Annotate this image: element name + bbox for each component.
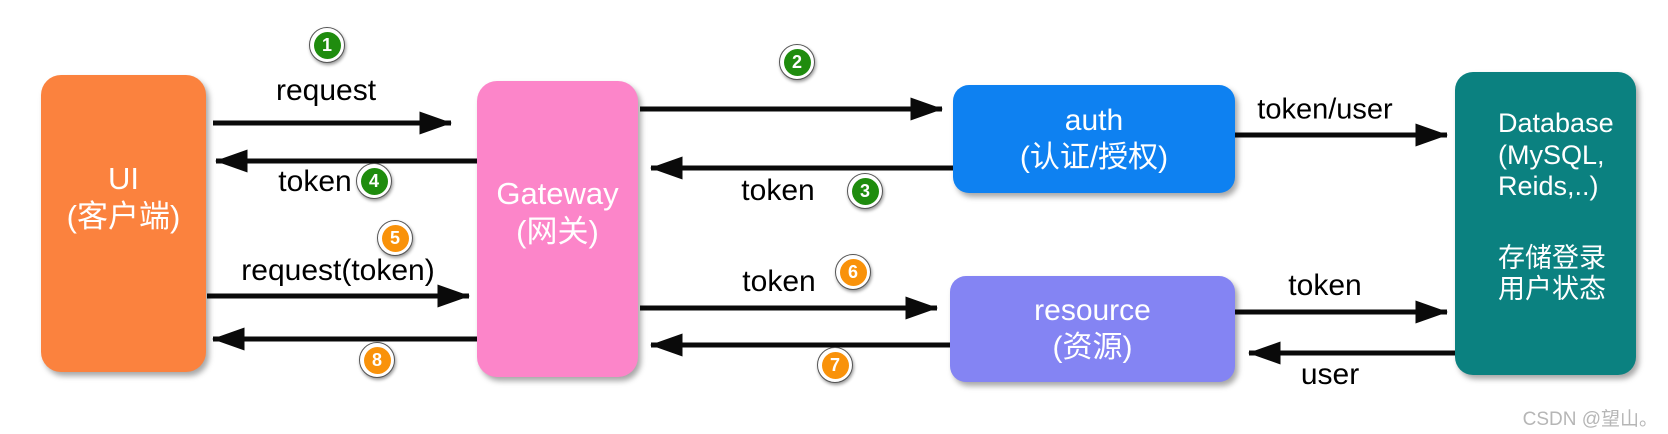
step-badge-4: 4	[356, 163, 392, 199]
step-badge-2-number: 2	[783, 48, 811, 76]
node-auth-subtitle: (认证/授权)	[1019, 141, 1169, 174]
node-gateway-subtitle: (网关)	[516, 214, 599, 249]
step-badge-2: 2	[779, 44, 815, 80]
step-badge-3: 3	[847, 173, 883, 209]
step-badge-3-number: 3	[851, 177, 879, 205]
node-auth-title: auth	[1064, 104, 1124, 137]
node-ui-subtitle: (客户端)	[66, 198, 181, 234]
label-request: request	[275, 74, 377, 107]
node-ui-client: UI (客户端)	[41, 75, 206, 372]
node-database-note2: 用户状态	[1498, 274, 1606, 304]
label-token-user: token/user	[1257, 93, 1393, 126]
label-request-token: request(token)	[241, 254, 435, 287]
node-resource-subtitle: (资源)	[1052, 331, 1133, 364]
step-badge-6-number: 6	[839, 258, 867, 286]
node-resource: resource (资源)	[950, 276, 1235, 382]
node-database-line3: Reids,..)	[1498, 171, 1599, 201]
label-token-return: token	[278, 165, 352, 198]
node-auth: auth (认证/授权)	[953, 85, 1235, 193]
node-database-title: Database	[1498, 108, 1614, 138]
step-badge-4-number: 4	[360, 167, 388, 195]
node-database: Database (MySQL, Reids,..) 存储登录 用户状态	[1455, 72, 1636, 375]
step-badge-8-number: 8	[363, 346, 391, 374]
csdn-watermark: CSDN @望山。	[1522, 409, 1658, 430]
node-database-note1: 存储登录	[1498, 242, 1606, 273]
node-gateway-title: Gateway	[496, 176, 619, 211]
label-token-to-resource: token	[742, 265, 816, 298]
step-badge-8: 8	[359, 342, 395, 378]
step-badge-1: 1	[309, 27, 345, 63]
label-token-to-gateway: token	[741, 174, 815, 207]
node-ui-title: UI	[108, 160, 139, 196]
step-badge-7: 7	[817, 347, 853, 383]
step-badge-5: 5	[377, 220, 413, 256]
step-badge-5-number: 5	[381, 224, 409, 252]
step-badge-7-number: 7	[821, 351, 849, 379]
step-badge-6: 6	[835, 254, 871, 290]
label-token-to-db: token	[1288, 269, 1362, 302]
label-user-from-db: user	[1300, 358, 1360, 391]
node-resource-title: resource	[1034, 294, 1151, 327]
node-gateway: Gateway (网关)	[477, 81, 638, 377]
node-database-line2: (MySQL,	[1498, 139, 1605, 170]
step-badge-1-number: 1	[313, 31, 341, 59]
